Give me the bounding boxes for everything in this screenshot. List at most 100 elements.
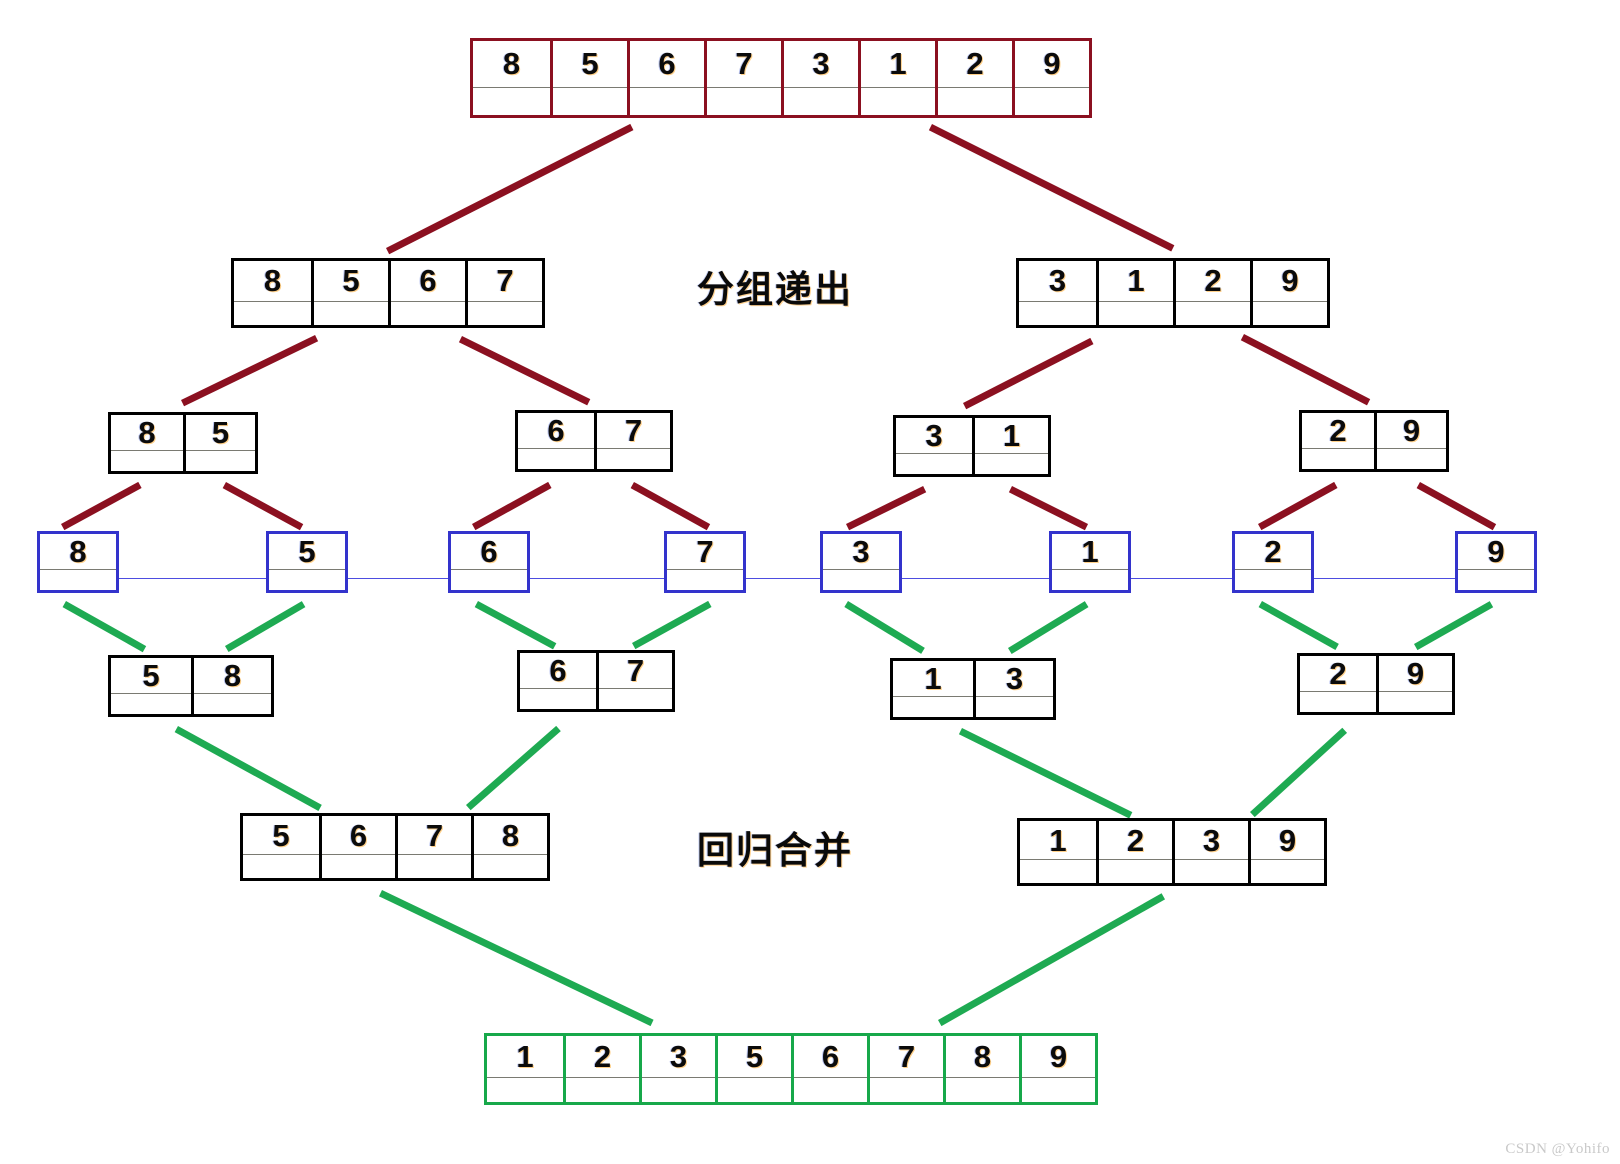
- cell-divider: [322, 854, 395, 856]
- cell-leaf-9-0: 9: [1458, 534, 1534, 590]
- cell-value: 3: [669, 1038, 688, 1074]
- cell-value: 2: [593, 1038, 612, 1074]
- cell-divider: [870, 1076, 943, 1078]
- cell-divider: [975, 452, 1048, 454]
- cell-value: 7: [425, 817, 444, 853]
- cell-divider: [630, 86, 704, 88]
- array-leaf-7: 7: [664, 531, 746, 593]
- cell-value: 5: [272, 817, 290, 853]
- cell-split-right-3: 9: [1250, 261, 1327, 325]
- cell-divider: [893, 695, 973, 697]
- merge-edge-m3-to-m4r: [958, 728, 1132, 819]
- cell-divider: [1251, 859, 1324, 861]
- split-edge-sr-to-p4: [1240, 334, 1370, 406]
- cell-split-left-3: 7: [465, 261, 542, 325]
- cell-divider: [1175, 859, 1248, 861]
- merge-edge-m4r-to-result: [938, 893, 1166, 1027]
- cell-result-1: 2: [563, 1036, 639, 1102]
- array-leaf-1: 1: [1049, 531, 1131, 593]
- cell-pair-29-1: 9: [1374, 413, 1446, 469]
- cell-leaf-3-0: 3: [823, 534, 899, 590]
- split-edge-p3-to-l5: [846, 486, 927, 531]
- cell-result-7: 9: [1019, 1036, 1095, 1102]
- cell-value: 9: [1049, 1038, 1068, 1074]
- cell-value: 9: [1402, 412, 1421, 448]
- cell-value: 8: [138, 414, 156, 450]
- cell-value: 2: [1329, 655, 1347, 691]
- cell-split-left-1: 5: [311, 261, 388, 325]
- cell-pair-31-1: 1: [972, 418, 1048, 474]
- cell-value: 1: [516, 1038, 534, 1074]
- cell-divider: [314, 300, 388, 302]
- cell-divider: [1235, 568, 1311, 570]
- cell-leaf-5-0: 5: [269, 534, 345, 590]
- cell-value: 8: [501, 817, 520, 853]
- array-leaf-5: 5: [266, 531, 348, 593]
- cell-divider: [1253, 300, 1327, 302]
- cell-divider: [938, 86, 1012, 88]
- cell-root-0: 8: [473, 41, 550, 115]
- cell-divider: [518, 447, 594, 449]
- cell-value: 5: [298, 533, 316, 569]
- cell-divider: [1099, 300, 1173, 302]
- cell-value: 9: [1043, 46, 1061, 82]
- cell-value: 6: [349, 817, 368, 853]
- merge-phase-label: 回归合并: [697, 829, 853, 872]
- cell-value: 8: [502, 46, 521, 82]
- array-leaf-6: 6: [448, 531, 530, 593]
- cell-root-2: 6: [627, 41, 704, 115]
- cell-merge-1239-3: 9: [1248, 821, 1324, 883]
- cell-result-2: 3: [639, 1036, 715, 1102]
- cell-merge-5678-1: 6: [319, 816, 395, 878]
- merge-edge-m4l-to-result: [378, 890, 654, 1027]
- split-phase-label: 分组递出: [697, 268, 853, 311]
- cell-divider: [553, 86, 627, 88]
- cell-value: 7: [626, 652, 645, 688]
- cell-merge-5678-3: 8: [471, 816, 547, 878]
- cell-value: 3: [1005, 660, 1024, 696]
- cell-value: 7: [696, 533, 714, 569]
- cell-divider: [194, 692, 271, 694]
- split-edge-p2-to-l4: [630, 482, 710, 531]
- cell-value: 8: [973, 1038, 992, 1074]
- cell-value: 6: [658, 46, 676, 82]
- cell-divider: [520, 687, 596, 689]
- cell-merge-29-0: 2: [1300, 656, 1376, 712]
- cell-merge-58-0: 5: [111, 658, 191, 714]
- cell-divider: [1020, 859, 1096, 861]
- cell-value: 8: [263, 263, 282, 299]
- cell-pair-67-0: 6: [518, 413, 594, 469]
- array-leaf-2: 2: [1232, 531, 1314, 593]
- cell-value: 1: [1002, 417, 1021, 453]
- cell-value: 1: [1081, 533, 1099, 569]
- cell-divider: [1052, 568, 1128, 570]
- cell-merge-1239-0: 1: [1020, 821, 1096, 883]
- cell-merge-67-0: 6: [520, 653, 596, 709]
- cell-divider: [473, 86, 550, 88]
- cell-root-4: 3: [781, 41, 858, 115]
- cell-divider: [269, 568, 345, 570]
- cell-divider: [1300, 690, 1376, 692]
- cell-result-3: 5: [715, 1036, 791, 1102]
- cell-divider: [487, 1076, 563, 1078]
- cell-divider: [861, 86, 935, 88]
- split-edge-p2-to-l3: [472, 482, 552, 531]
- split-edge-p3-to-l6: [1008, 486, 1088, 531]
- cell-divider: [111, 449, 183, 451]
- array-leaf-3: 3: [820, 531, 902, 593]
- cell-merge-5678-0: 5: [243, 816, 319, 878]
- cell-pair-29-0: 2: [1302, 413, 1374, 469]
- cell-value: 3: [1202, 822, 1221, 858]
- split-edge-p1-to-l1: [61, 482, 142, 531]
- cell-value: 3: [852, 533, 870, 569]
- array-leaf-9: 9: [1455, 531, 1537, 593]
- cell-pair-31-0: 3: [896, 418, 972, 474]
- cell-value: 2: [1126, 822, 1145, 858]
- cell-divider: [1015, 86, 1089, 88]
- array-merge-5678: 5 6 7 8: [240, 813, 550, 881]
- cell-split-right-2: 2: [1173, 261, 1250, 325]
